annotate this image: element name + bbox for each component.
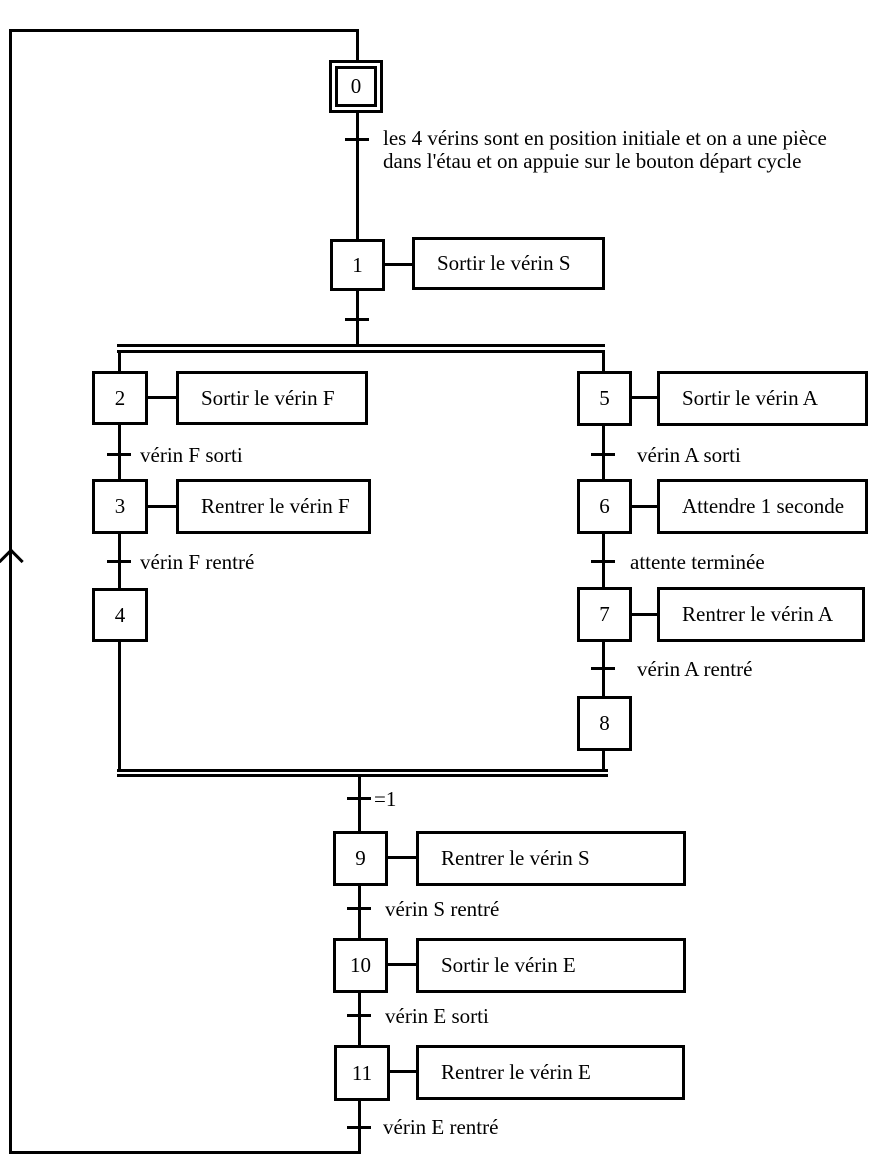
transition-label-start-condition: les 4 vérins sont en position initiale e… (383, 127, 827, 173)
step-number-6: 6 (599, 494, 610, 518)
step-number-10: 10 (350, 953, 371, 977)
action-label-7: Rentrer le vérin A (682, 602, 834, 626)
parallel-split-bar-bottom (117, 350, 605, 353)
action-link-3 (147, 505, 177, 508)
step-box-2: 2 (92, 371, 148, 425)
transition-tick-after-2 (107, 453, 131, 456)
step-number-8: 8 (599, 711, 610, 735)
transition-label-after-2: vérin F sorti (140, 443, 243, 467)
connector-top-to-step0 (356, 29, 359, 61)
transition-label-after-3: vérin F rentré (140, 550, 255, 574)
action-label-1: Sortir le vérin S (437, 251, 571, 275)
action-box-6: Attendre 1 seconde (657, 479, 868, 534)
parallel-split-bar-top (117, 344, 605, 347)
step-number-5: 5 (599, 386, 610, 410)
action-label-11: Rentrer le vérin E (441, 1060, 591, 1084)
parallel-join-bar-bottom (117, 774, 608, 777)
transition-tick-after-7 (591, 667, 615, 670)
step-box-3: 3 (92, 479, 148, 534)
transition-label-after-5: vérin A sorti (637, 443, 741, 467)
step-number-2: 2 (114, 385, 126, 410)
transition-tick-after-3 (107, 560, 131, 563)
loop-line-bottom (9, 1151, 361, 1154)
step-number-11: 11 (351, 1060, 373, 1085)
action-label-6: Attendre 1 seconde (682, 494, 845, 518)
initial-step-inner-border: 0 (335, 66, 377, 107)
transition-label-after-11: vérin E rentré (383, 1115, 499, 1139)
action-link-9 (387, 856, 417, 859)
action-link-1 (385, 263, 413, 266)
action-link-6 (631, 505, 659, 508)
action-label-2: Sortir le vérin F (201, 385, 335, 410)
connector-step9-step10 (358, 885, 361, 938)
transition-label-after-7: vérin A rentré (637, 657, 753, 681)
connector-step2-step3 (118, 424, 121, 480)
action-box-7: Rentrer le vérin A (657, 587, 865, 642)
action-box-2: Sortir le vérin F (176, 371, 368, 425)
action-link-10 (387, 963, 417, 966)
step-box-1: 1 (330, 239, 385, 291)
action-box-3: Rentrer le vérin F (176, 479, 371, 534)
transition-tick-start (345, 138, 369, 141)
transition-tick-after-6 (591, 560, 615, 563)
transition-tick-after-join (347, 797, 371, 800)
step-number-9: 9 (355, 846, 366, 870)
connector-split-left-branch (118, 351, 121, 372)
step-number-3: 3 (114, 494, 126, 518)
action-box-5: Sortir le vérin A (657, 371, 868, 426)
step-box-4: 4 (92, 588, 148, 642)
action-box-9: Rentrer le vérin S (416, 831, 686, 886)
step-number-7: 7 (599, 602, 610, 626)
action-link-7 (631, 613, 659, 616)
action-label-10: Sortir le vérin E (441, 953, 576, 977)
step-box-9: 9 (333, 831, 388, 886)
connector-split-right-branch (602, 351, 605, 372)
step-number-4: 4 (114, 602, 126, 627)
transition-label-after-6: attente terminée (630, 550, 765, 574)
step-box-11: 11 (334, 1045, 390, 1101)
step-box-0-initial: 0 (329, 60, 383, 113)
step-number-0: 0 (350, 74, 362, 98)
connector-step0-step1 (356, 112, 359, 239)
connector-step4-join (118, 641, 121, 770)
condition-line-2: dans l'étau et on appuie sur le bouton d… (383, 149, 802, 173)
step-box-7: 7 (577, 587, 632, 642)
action-box-10: Sortir le vérin E (416, 938, 686, 993)
action-link-2 (147, 396, 177, 399)
condition-line-1: les 4 vérins sont en position initiale e… (383, 126, 827, 150)
transition-tick-after-5 (591, 453, 615, 456)
transition-label-after-9: vérin S rentré (385, 897, 500, 921)
connector-step8-join (602, 750, 605, 770)
step-box-6: 6 (577, 479, 632, 534)
step-box-8: 8 (577, 696, 632, 751)
loop-line-left (9, 29, 12, 1154)
action-link-5 (631, 396, 659, 399)
connector-join-step9 (358, 776, 361, 832)
action-label-3: Rentrer le vérin F (201, 494, 350, 518)
step-box-5: 5 (577, 371, 632, 426)
action-label-5: Sortir le vérin A (682, 386, 818, 410)
action-box-1: Sortir le vérin S (412, 237, 605, 290)
parallel-join-bar-top (117, 769, 608, 772)
transition-tick-after-11 (347, 1126, 371, 1129)
transition-tick-after-10 (347, 1014, 371, 1017)
step-box-10: 10 (333, 938, 388, 993)
arrow-up-icon (0, 548, 24, 574)
transition-label-after-10: vérin E sorti (385, 1004, 489, 1028)
connector-step10-step11 (358, 992, 361, 1046)
transition-tick-before-split (345, 318, 369, 321)
transition-label-after-join: =1 (374, 787, 397, 811)
action-box-11: Rentrer le vérin E (416, 1045, 685, 1100)
loop-line-top (9, 29, 359, 32)
step-number-1: 1 (352, 252, 363, 277)
transition-tick-after-9 (347, 907, 371, 910)
action-label-9: Rentrer le vérin S (441, 846, 590, 870)
connector-step5-step6 (602, 425, 605, 480)
action-link-11 (389, 1070, 417, 1073)
